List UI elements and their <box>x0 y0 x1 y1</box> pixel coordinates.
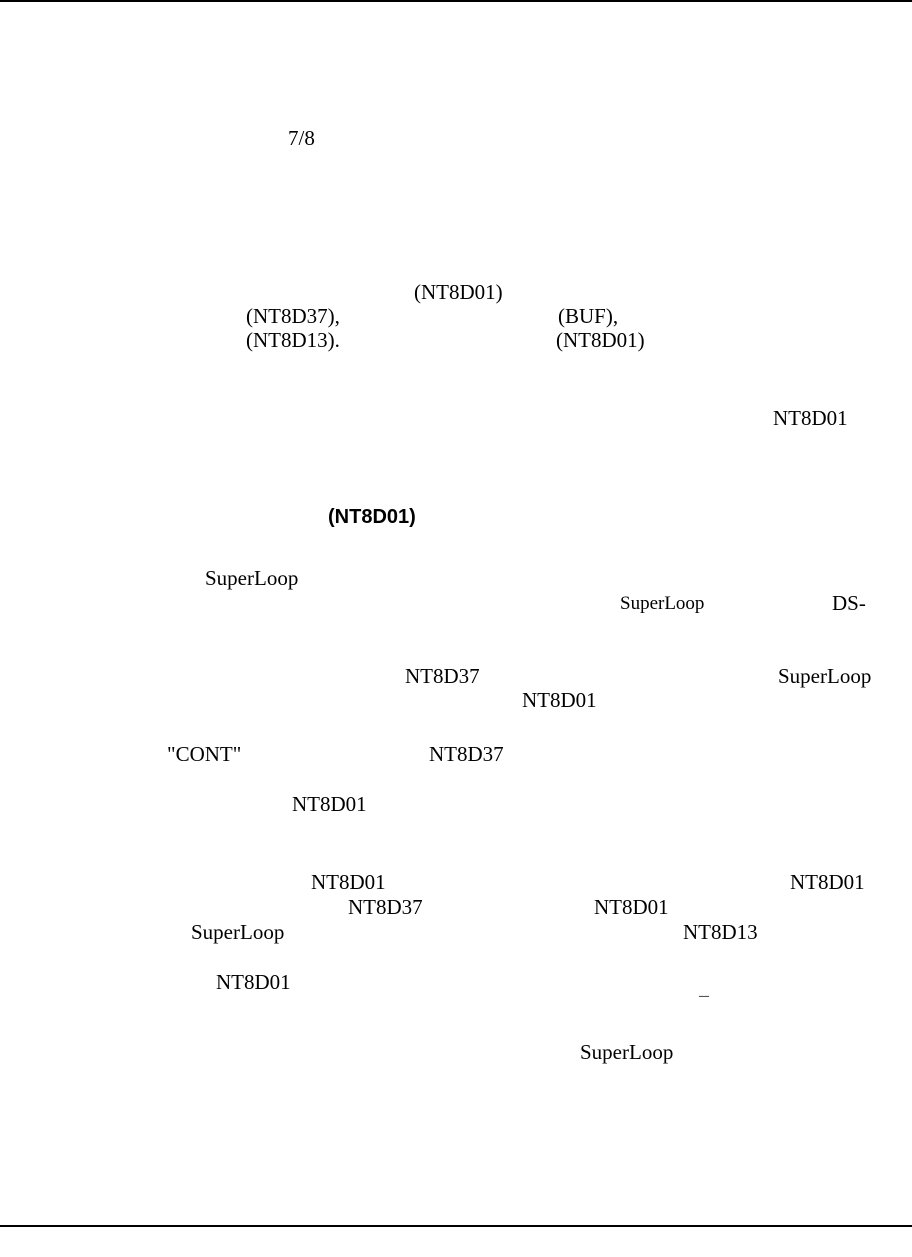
text-fragment-ds: DS- <box>832 591 866 615</box>
text-fragment-part-number: (NT8D13). <box>246 328 340 352</box>
text-fragment-part-number: (NT8D01) <box>556 328 645 352</box>
text-fragment-part-number: NT8D01 <box>773 406 848 430</box>
text-fragment-fraction: 7/8 <box>288 126 315 150</box>
text-fragment-part-number: NT8D01 <box>522 688 597 712</box>
text-fragment-cont: "CONT" <box>167 742 242 766</box>
text-fragment-superloop: SuperLoop <box>580 1040 674 1064</box>
text-fragment-superloop: SuperLoop <box>778 664 872 688</box>
text-fragment-part-number: NT8D37 <box>348 895 423 919</box>
text-fragment-mark: — <box>699 991 709 1002</box>
section-heading-part-number: (NT8D01) <box>328 506 416 528</box>
text-fragment-superloop: SuperLoop <box>620 593 705 614</box>
top-rule <box>0 0 912 2</box>
text-fragment-part-number: NT8D01 <box>216 970 291 994</box>
text-fragment-superloop: SuperLoop <box>191 920 285 944</box>
text-fragment-part-number: NT8D37 <box>405 664 480 688</box>
text-fragment-part-number: (NT8D01) <box>414 280 503 304</box>
text-fragment-part-number: NT8D13 <box>683 920 758 944</box>
text-fragment-part-number: NT8D01 <box>594 895 669 919</box>
bottom-rule <box>0 1225 912 1227</box>
text-fragment-part-number: NT8D01 <box>292 792 367 816</box>
text-fragment-part-number: NT8D01 <box>311 870 386 894</box>
text-fragment-buf: (BUF), <box>558 304 619 328</box>
text-fragment-part-number: NT8D01 <box>790 870 865 894</box>
text-fragment-part-number: (NT8D37), <box>246 304 340 328</box>
text-fragment-superloop: SuperLoop <box>205 566 299 590</box>
text-fragment-part-number: NT8D37 <box>429 742 504 766</box>
